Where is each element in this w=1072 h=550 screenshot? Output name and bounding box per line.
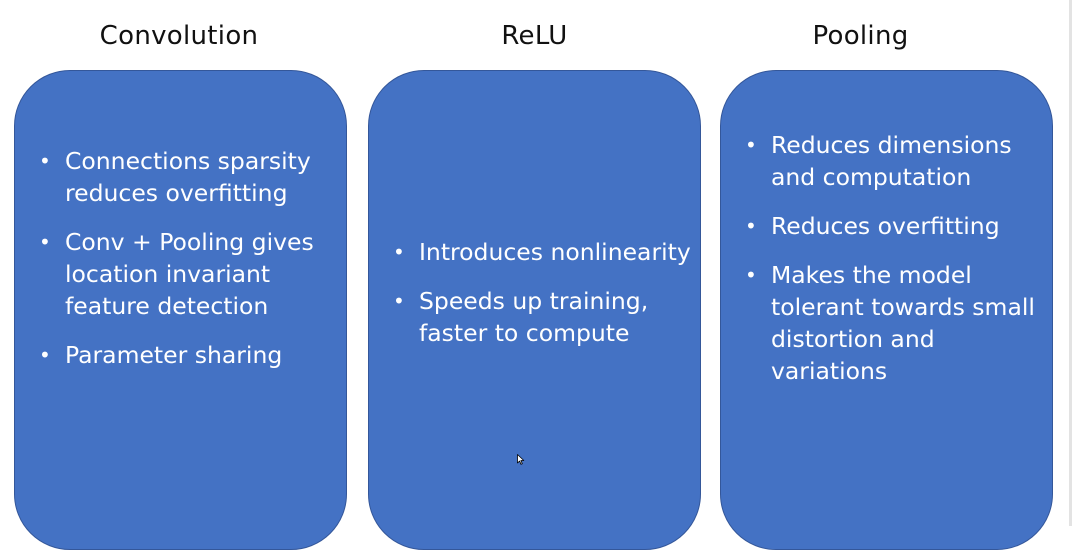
relu-panel: Introduces nonlinearity Speeds up traini… <box>368 70 701 550</box>
relu-bullet: Speeds up training, faster to compute <box>393 285 693 349</box>
pooling-bullet: Reduces overfitting <box>745 210 1045 242</box>
convolution-bullet: Connections sparsity reduces overfitting <box>39 145 339 209</box>
relu-bullet: Introduces nonlinearity <box>393 236 693 268</box>
pooling-bullet-list: Reduces dimensions and computation Reduc… <box>745 129 1045 404</box>
relu-title: ReLU <box>501 21 568 51</box>
pooling-panel: Reduces dimensions and computation Reduc… <box>720 70 1053 550</box>
convolution-bullet-list: Connections sparsity reduces overfitting… <box>39 145 339 388</box>
relu-bullet-list: Introduces nonlinearity Speeds up traini… <box>393 236 693 366</box>
convolution-bullet: Conv + Pooling gives location invariant … <box>39 226 339 322</box>
convolution-bullet: Parameter sharing <box>39 339 339 371</box>
pooling-title: Pooling <box>812 21 909 51</box>
slide-right-edge <box>1069 0 1072 526</box>
pooling-bullet: Reduces dimensions and computation <box>745 129 1045 193</box>
mouse-pointer-icon <box>517 454 525 465</box>
convolution-panel: Connections sparsity reduces overfitting… <box>14 70 347 550</box>
convolution-title: Convolution <box>99 21 259 51</box>
pooling-bullet: Makes the model tolerant towards small d… <box>745 259 1045 387</box>
